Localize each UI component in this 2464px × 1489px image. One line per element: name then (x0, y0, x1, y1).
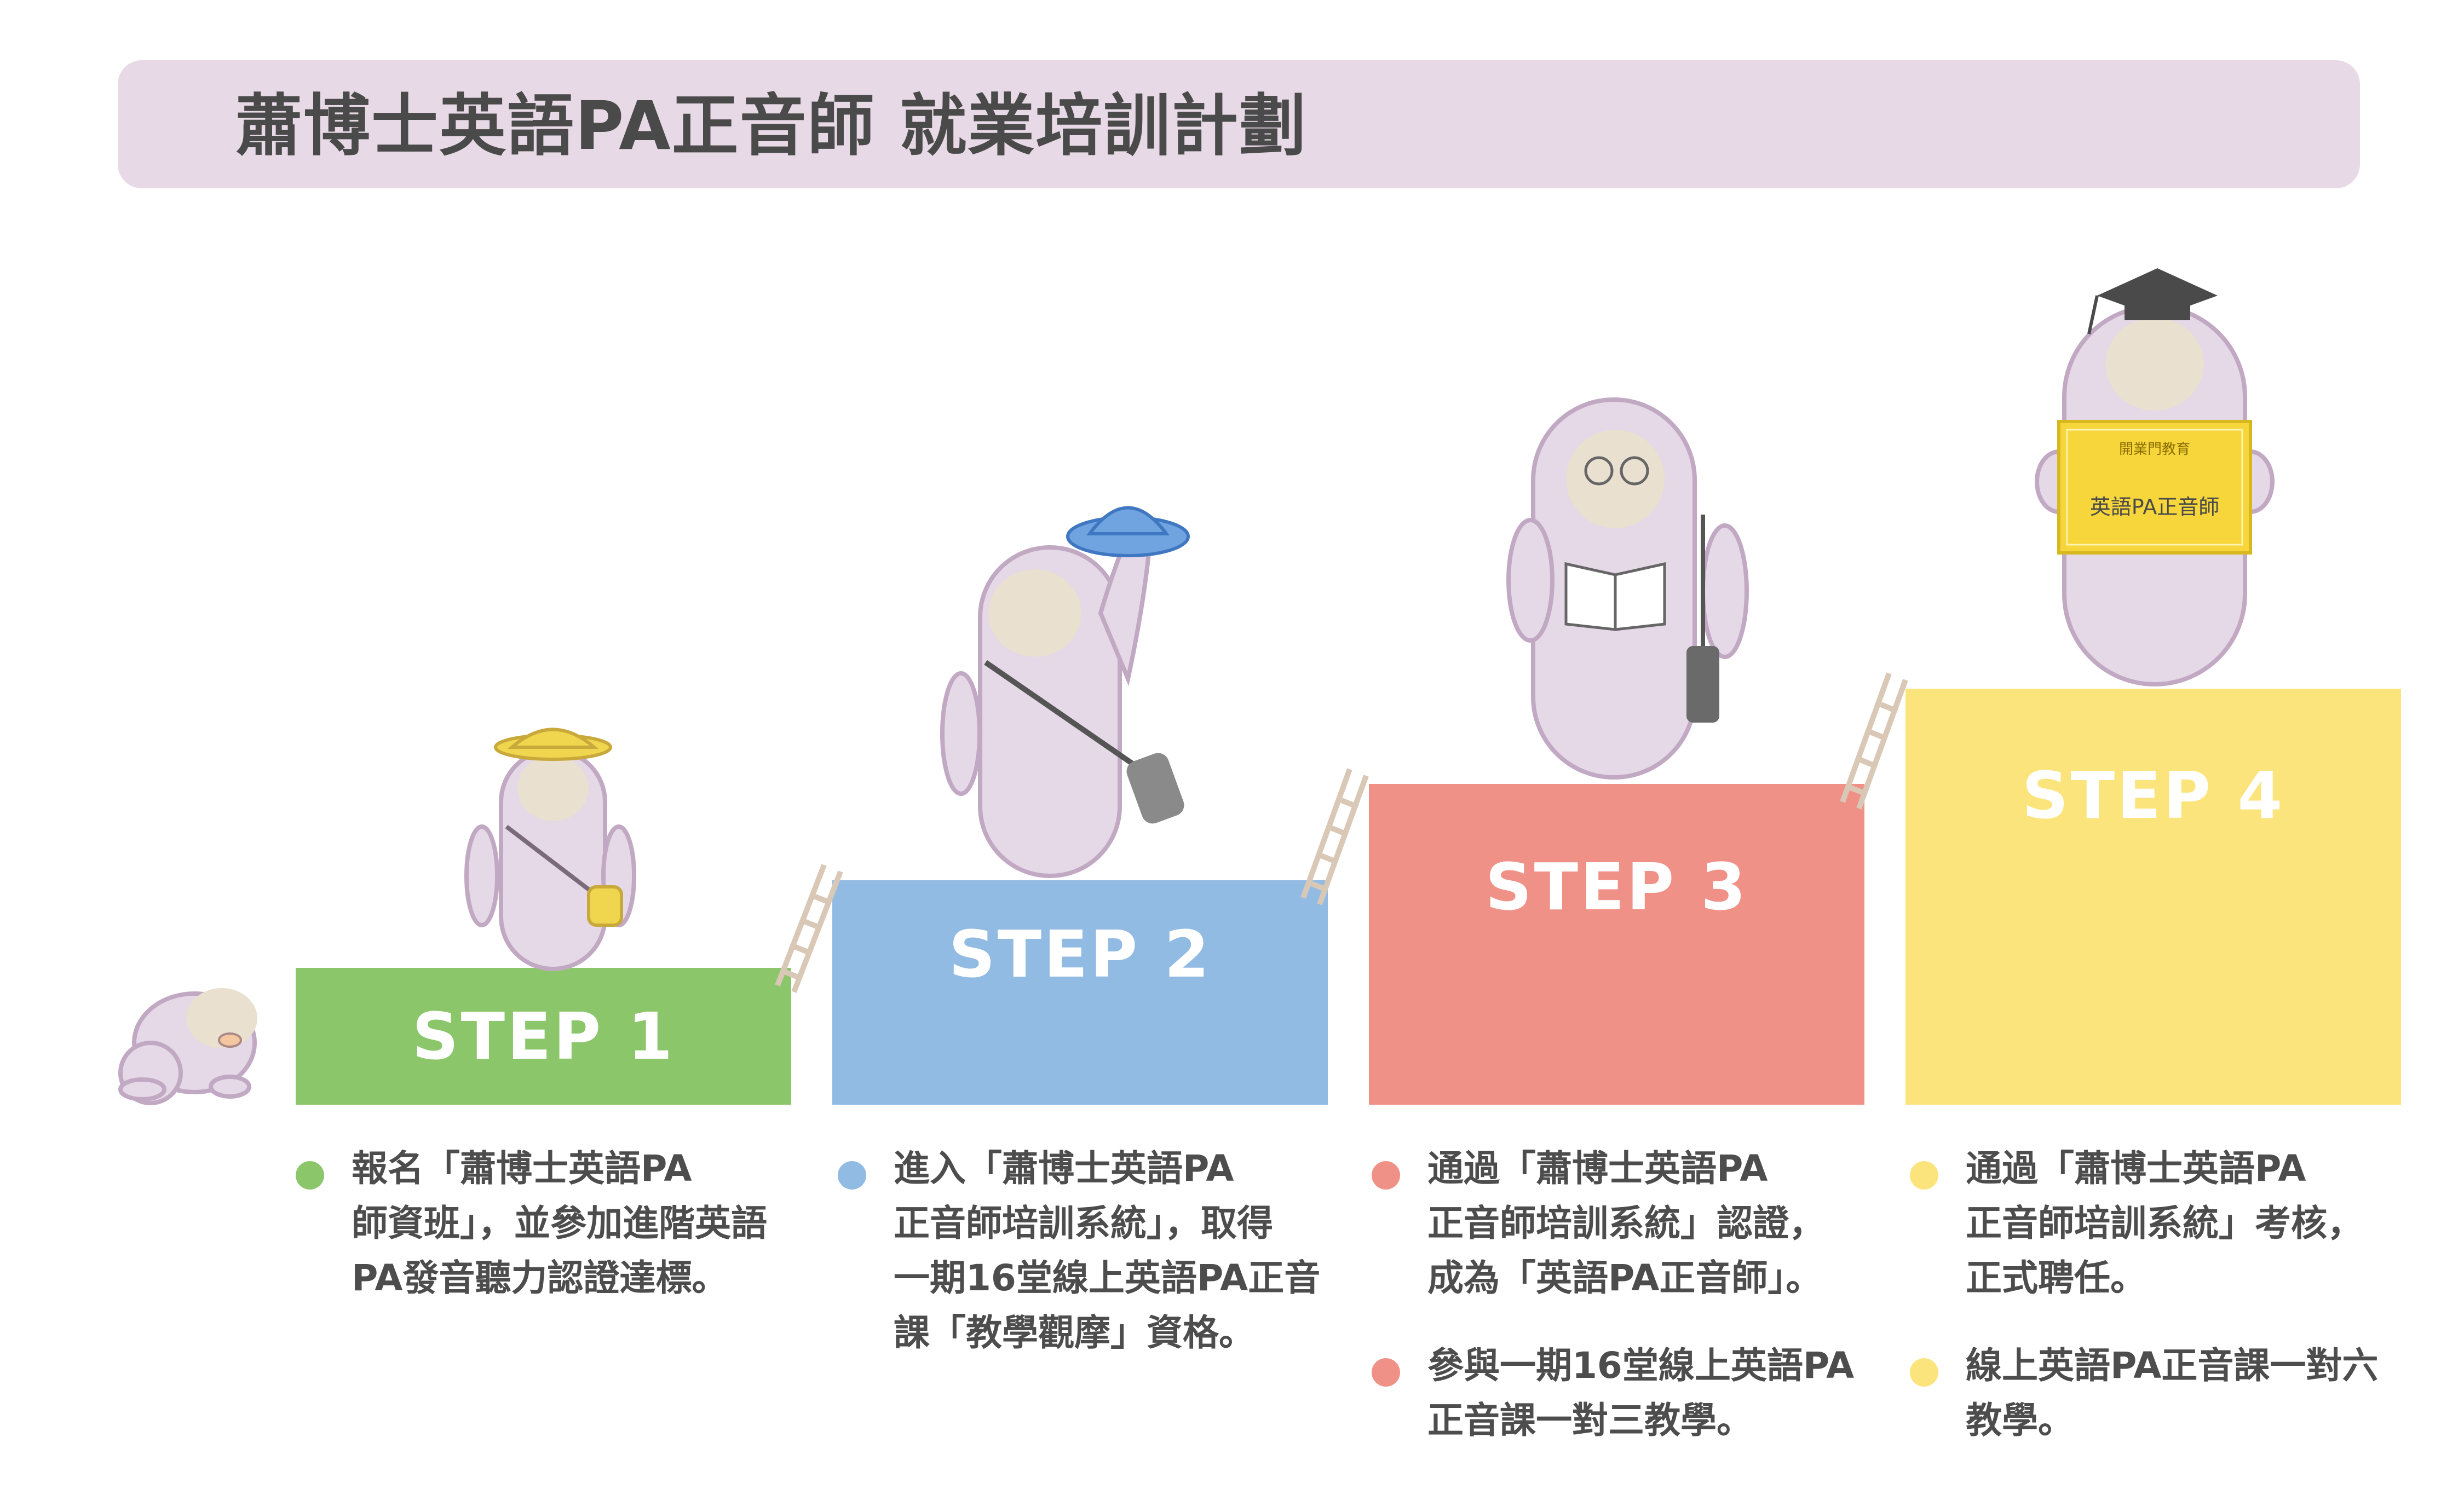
bullet-line: 正音師培訓系統」認證， (1427, 1202, 1825, 1244)
yellow-bullet-icon (1910, 1358, 1938, 1387)
bullet-line: 報名「蕭博士英語PA (352, 1147, 692, 1190)
step-2-label: STEP 2 (948, 916, 1212, 992)
step-2-description: 進入「蕭博士英語PA 正音師培訓系統」，取得 一期16堂線上英語PA正音 課「教… (838, 1141, 1320, 1393)
bullet-line: 教學。 (1966, 1399, 2074, 1441)
step-1-box: STEP 1 (296, 968, 791, 1105)
bullet-line: 參與一期16堂線上英語PA (1427, 1344, 1855, 1387)
step-4-box: STEP 4 (1905, 689, 2401, 1105)
bullet-line: 一期16堂線上英語PA正音 (894, 1257, 1321, 1299)
step-4-bullet-2: 線上英語PA正音課一對六 教學。 (1910, 1338, 2378, 1448)
blue-cap-character-icon (940, 506, 1190, 878)
bullet-line: 課「教學觀摩」資格。 (894, 1312, 1255, 1354)
step-2-box: STEP 2 (832, 880, 1328, 1105)
blue-bullet-icon (838, 1161, 866, 1190)
step-1-description: 報名「蕭博士英語PA 師資班」，並參加進階英語 PA發音聽力認證達標。 (296, 1141, 767, 1338)
mortarboard-icon (2087, 268, 2218, 334)
step-2-bullet-1: 進入「蕭博士英語PA 正音師培訓系統」，取得 一期16堂線上英語PA正音 課「教… (838, 1141, 1320, 1360)
step-4-bullet-1: 通過「蕭博士英語PA 正音師培訓系統」考核， 正式聘任。 (1910, 1141, 2378, 1306)
bullet-line: 線上英語PA正音課一對六 (1966, 1344, 2379, 1387)
step-3-label: STEP 3 (1485, 849, 1748, 925)
bag-icon (1686, 515, 1719, 723)
ladder-icon (1840, 672, 1908, 810)
certificate-icon (2057, 420, 2252, 555)
step-1-bullet-1: 報名「蕭博士英語PA 師資班」，並參加進階英語 PA發音聽力認證達標。 (296, 1141, 767, 1306)
bullet-line: 正式聘任。 (1966, 1257, 2146, 1299)
step-3-description: 通過「蕭博士英語PA 正音師培訓系統」認證， 成為「英語PA正音師」。 參與一期… (1372, 1141, 1854, 1481)
bullet-line: 正音師培訓系統」考核， (1966, 1202, 2363, 1244)
step-1-label: STEP 1 (412, 999, 675, 1074)
red-bullet-icon (1372, 1358, 1400, 1387)
bullet-line: 正音課一對三教學。 (1427, 1399, 1753, 1441)
bullet-line: 正音師培訓系統」，取得 (894, 1202, 1273, 1244)
bullet-line: 通過「蕭博士英語PA (1966, 1147, 2306, 1190)
step-4-description: 通過「蕭博士英語PA 正音師培訓系統」考核， 正式聘任。 線上英語PA正音課一對… (1910, 1141, 2378, 1481)
bullet-line: PA發音聽力認證達標。 (352, 1257, 728, 1299)
green-bullet-icon (296, 1161, 324, 1190)
step-3-bullet-1: 通過「蕭博士英語PA 正音師培訓系統」認證， 成為「英語PA正音師」。 (1372, 1141, 1854, 1306)
step-3-bullet-2: 參與一期16堂線上英語PA 正音課一對三教學。 (1372, 1338, 1854, 1448)
bullet-line: 師資班」，並參加進階英語 (352, 1202, 767, 1244)
page-title: 蕭博士英語PA正音師 就業培訓計劃 (235, 87, 1308, 165)
certificate-title: 英語PA正音師 (2089, 495, 2220, 519)
title-banner (118, 60, 2360, 188)
yellow-bullet-icon (1910, 1161, 1938, 1190)
baby-character-icon (118, 988, 257, 1105)
step-3-box: STEP 3 (1369, 784, 1864, 1105)
certificate-org: 開業門教育 (2118, 441, 2190, 458)
red-bullet-icon (1372, 1161, 1400, 1190)
bullet-line: 成為「英語PA正音師」。 (1427, 1257, 1822, 1299)
step-4-label: STEP 4 (2022, 758, 2285, 833)
bullet-line: 通過「蕭博士英語PA (1427, 1147, 1768, 1190)
ladder-icon (775, 864, 843, 993)
yellow-hat-character-icon (464, 728, 636, 971)
graduate-character-icon (2035, 268, 2275, 686)
ladder-icon (1300, 768, 1369, 905)
glasses-reader-character-icon (1506, 397, 1749, 780)
bullet-line: 進入「蕭博士英語PA (894, 1147, 1234, 1190)
book-icon (1564, 562, 1666, 631)
